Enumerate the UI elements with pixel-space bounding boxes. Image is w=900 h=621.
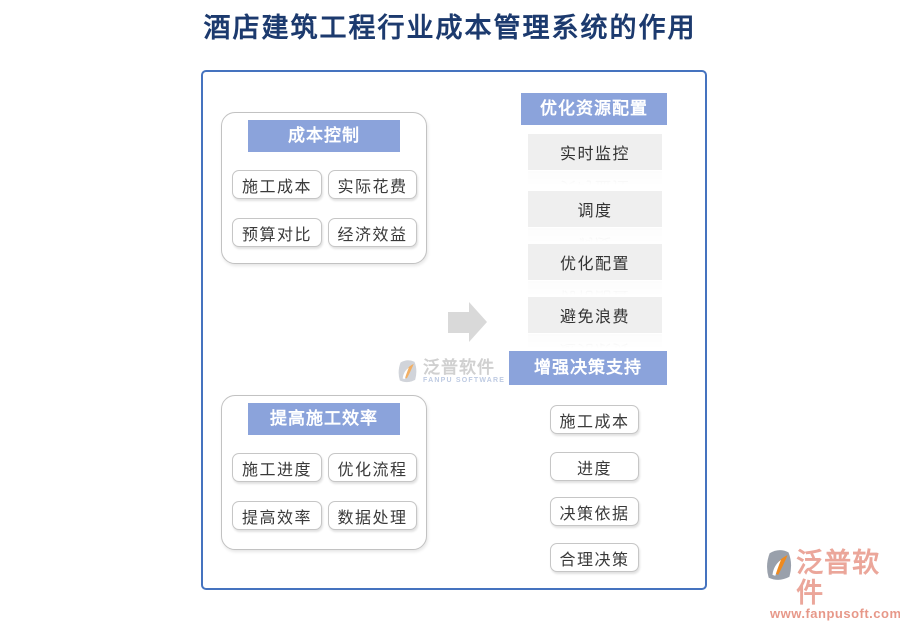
fanpu-watermark-center: 泛普软件 FANPU SOFTWARE [396, 359, 505, 385]
fanpu-watermark-corner: 泛普软件 www.fanpusoft.com [764, 548, 900, 621]
card-efficiency: 提高施工效率 施工进度 优化流程 提高效率 数据处理 [221, 395, 427, 550]
watermark-brand: 泛普软件 [423, 358, 495, 377]
gray-item-reflection: 实时监控 [528, 171, 662, 186]
gray-item-reflection: 优化配置 [528, 281, 662, 296]
pill-item: 实际花费 [328, 170, 417, 199]
section-resource-header: 优化资源配置 [521, 93, 667, 125]
pill-item: 预算对比 [232, 218, 322, 247]
gray-item: 避免浪费 [528, 297, 662, 333]
pill-item: 施工进度 [232, 453, 322, 482]
pill-item: 施工成本 [550, 405, 639, 434]
watermark-brand: 泛普软件 [796, 548, 881, 608]
pill-item: 提高效率 [232, 501, 322, 530]
flow-arrow-icon [448, 312, 469, 333]
card-efficiency-header: 提高施工效率 [248, 403, 400, 435]
gray-item: 优化配置 [528, 244, 662, 280]
pill-item: 进度 [550, 452, 639, 481]
pill-item: 数据处理 [328, 501, 417, 530]
gray-item: 调度 [528, 191, 662, 227]
pill-item: 优化流程 [328, 453, 417, 482]
watermark-url: www.fanpusoft.com [770, 606, 900, 621]
pill-item: 决策依据 [550, 497, 639, 526]
card-cost-control: 成本控制 施工成本 实际花费 预算对比 经济效益 [221, 112, 427, 264]
watermark-subtitle: FANPU SOFTWARE [423, 377, 506, 384]
pill-item: 经济效益 [328, 218, 417, 247]
page-title: 酒店建筑工程行业成本管理系统的作用 [203, 13, 697, 43]
fanpu-logo-icon [398, 360, 417, 383]
section-decision-header: 增强决策支持 [509, 351, 667, 385]
gray-item-reflection: 调度 [528, 228, 662, 243]
pill-item: 合理决策 [550, 543, 639, 572]
fanpu-logo-icon [767, 550, 792, 580]
infographic-page: { "title": "酒店建筑工程行业成本管理系统的作用", "left_ca… [201, 13, 900, 621]
gray-item-reflection: 避免浪费 [528, 334, 662, 349]
flow-arrow-icon [469, 302, 487, 342]
pill-item: 施工成本 [232, 170, 322, 199]
card-cost-control-header: 成本控制 [248, 120, 400, 152]
gray-item: 实时监控 [528, 134, 662, 170]
